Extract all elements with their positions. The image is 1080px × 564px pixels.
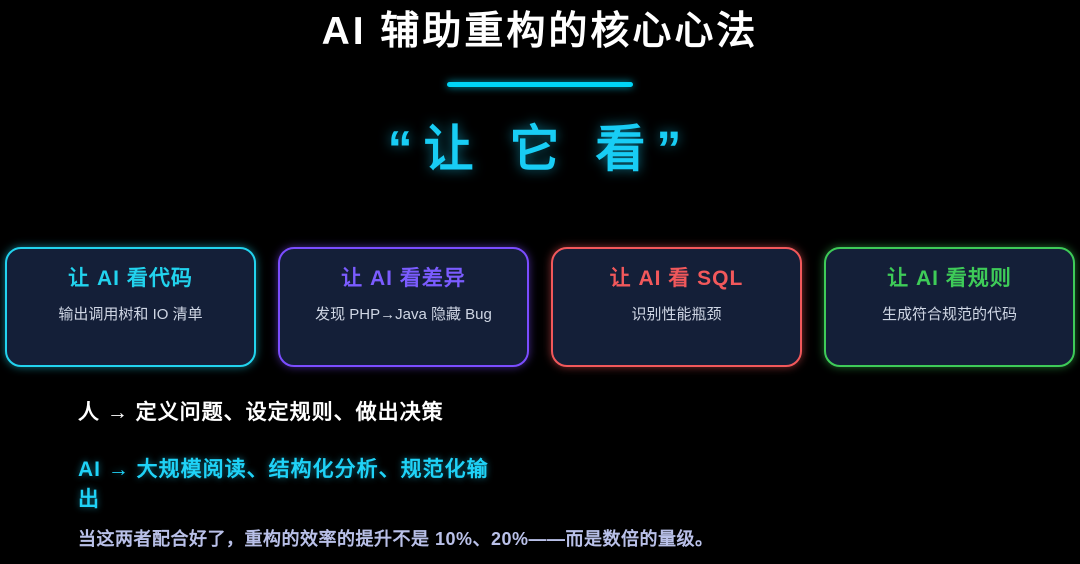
card-title: 让 AI 看 SQL — [609, 267, 744, 290]
notes-block: 人 → 定义问题、设定规则、做出决策 AI → 大规模阅读、结构化分析、规范化输… — [78, 398, 1038, 553]
page-title: AI 辅助重构的核心心法 — [321, 10, 759, 53]
card-see-rules[interactable]: 让 AI 看规则 生成符合规范的代码 — [824, 247, 1075, 367]
card-title: 让 AI 看差异 — [341, 267, 466, 290]
card-see-sql[interactable]: 让 AI 看 SQL 识别性能瓶颈 — [551, 247, 802, 367]
title-divider — [447, 82, 633, 87]
card-description: 发现 PHP→Java 隐藏 Bug — [315, 306, 492, 323]
card-row: 让 AI 看代码 输出调用树和 IO 清单 让 AI 看差异 发现 PHP→Ja… — [5, 247, 1075, 367]
card-see-code[interactable]: 让 AI 看代码 输出调用树和 IO 清单 — [5, 247, 256, 367]
card-see-diff[interactable]: 让 AI 看差异 发现 PHP→Java 隐藏 Bug — [278, 247, 529, 367]
page-subtitle: “让 它 看” — [387, 121, 693, 177]
note-ai-role: AI → 大规模阅读、结构化分析、规范化输出 — [78, 458, 489, 511]
card-title: 让 AI 看代码 — [68, 267, 193, 290]
note-conclusion: 当这两者配合好了，重构的效率的提升不是 10%、20%——而是数倍的量级。 — [78, 529, 714, 549]
card-description: 生成符合规范的代码 — [881, 306, 1017, 323]
note-human-role: 人 → 定义问题、设定规则、做出决策 — [78, 401, 444, 424]
card-title: 让 AI 看规则 — [887, 267, 1012, 290]
card-description: 输出调用树和 IO 清单 — [58, 306, 203, 323]
card-description: 识别性能瓶颈 — [631, 306, 722, 323]
